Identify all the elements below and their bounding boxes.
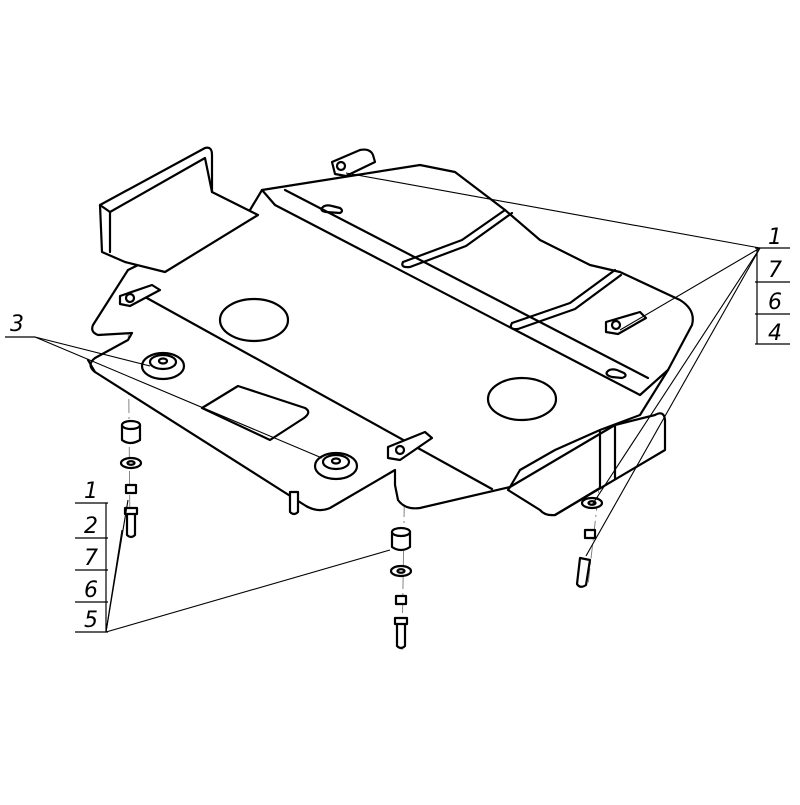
fastener-stack-front-center [389, 526, 413, 650]
callout-label-tr-4: 4 [768, 321, 782, 346]
tab-rear-right-nut [610, 319, 622, 331]
rubber-bushings [140, 351, 359, 481]
hole-right [486, 376, 558, 422]
bushing-left [140, 351, 186, 381]
left-bracket-front [98, 146, 260, 274]
bolt-rear-right [575, 556, 592, 588]
callout-label-bl-7: 7 [84, 546, 98, 571]
callout-bottom-left: 1 2 7 6 5 [75, 479, 391, 633]
front-flange-edge [134, 290, 494, 491]
service-cutout [200, 384, 310, 442]
lock-washer-front-center [394, 594, 408, 606]
rib-1 [401, 208, 507, 264]
callout-label-bl-2: 2 [84, 514, 98, 539]
lock-washer-front-left [124, 483, 138, 495]
fastener-stack-front-left [119, 419, 143, 539]
washer-front-left [119, 456, 143, 470]
callout-label-left-3: 3 [10, 312, 24, 337]
callout-label-tr-7: 7 [768, 258, 782, 283]
callout-label-bl-1: 1 [84, 479, 98, 504]
left-side-bracket [98, 146, 260, 274]
rear-ridge [260, 188, 670, 397]
rear-ridge-inner [283, 188, 650, 380]
callout-top-right: 1 7 6 4 [345, 172, 790, 557]
bolt-rear-center [288, 490, 300, 516]
bolt-front-left [125, 508, 137, 539]
lock-washer-rear-right [583, 528, 597, 540]
left-bracket-fold [98, 156, 214, 214]
tab-rear-center-nut [335, 160, 347, 172]
axis-front-left [127, 302, 131, 536]
washer-front-center [389, 564, 413, 578]
plate-bend-left [86, 358, 97, 374]
tab-front-left [118, 283, 162, 308]
slot-rear [320, 204, 344, 215]
slot-right [605, 368, 627, 380]
rib-2 [510, 268, 617, 325]
bolt-front-center [395, 618, 407, 650]
callout-label-bl-6: 6 [84, 578, 98, 603]
callout-label-tr-6: 6 [768, 290, 782, 315]
rib-1b [401, 211, 514, 269]
bushing-right [313, 451, 359, 481]
tab-front-left-nut [124, 292, 136, 304]
fastener-stack-rear-right [575, 496, 604, 588]
tab-front-center-nut [394, 444, 406, 456]
callout-left: 3 [5, 312, 323, 459]
washer-rear-right [580, 496, 604, 510]
hole-left [218, 297, 290, 343]
right-bracket-front [506, 412, 667, 517]
callout-label-tr-1: 1 [768, 225, 782, 250]
callout-label-bl-5: 5 [84, 608, 98, 633]
fastener-rear-center [288, 490, 300, 516]
rear-mounting-tabs [118, 148, 648, 462]
rib-2b [509, 273, 623, 331]
